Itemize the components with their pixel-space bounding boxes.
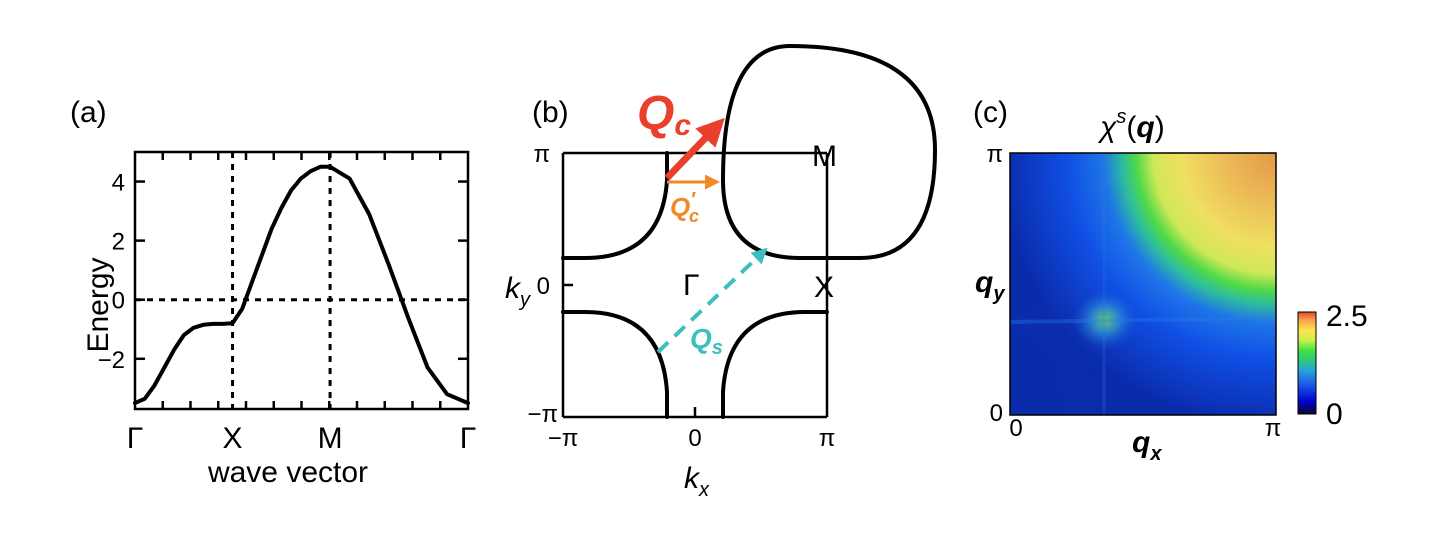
panel-c-frame [1009,152,1277,416]
panel-c-ytick-0: 0 [990,400,1003,427]
panel-a: (a) −2 0 2 4Γ X M Γ Energy wave vector [70,96,476,489]
label-m-point: M [812,140,837,173]
panel-b-xtick-minus-pi: −π [548,425,579,452]
qc-label: Qc [637,87,691,142]
panel-a-ytick-label: −2 [98,347,125,374]
label-x-point: X [814,271,834,304]
panel-c: (c) χs(q) π 0 0 π qx qy 2.5 0 [973,96,1368,465]
panel-b-label: (b) [532,96,569,129]
panel-c-title: χs(q) [1097,106,1165,144]
panel-a-xlabel: wave vector [207,456,368,489]
susceptibility-heatmap [1010,153,1276,415]
panel-a-xtick-label: M [318,422,343,455]
panel-b-xtick-0: 0 [688,425,701,452]
fermi-arc-top-left [561,151,669,260]
panel-a-xtick-label: Γ [460,422,477,455]
panel-c-xtick-0: 0 [1009,415,1022,442]
panel-b-ytick-minus-pi: −π [527,401,558,428]
qc-arrow [664,117,725,181]
qs-label: Qs [690,323,723,359]
fermi-arc-bottom-left [561,310,669,419]
panel-b: (b) π 0 −π −π 0 π Γ X M ky kx Qc Q′c Qs [505,44,937,501]
qs-arrow [656,247,768,354]
panel-a-xtick-label: X [223,422,243,455]
panel-a-xtick-label: Γ [127,422,144,455]
panel-c-ylabel: qy [975,266,1005,305]
panel-b-ytick-0: 0 [537,273,550,300]
qc-prime-label: Q′c [670,189,699,226]
panel-c-xlabel: qx [1132,426,1162,465]
panel-c-xtick-pi: π [1265,415,1282,442]
colorbar [1297,311,1317,415]
panel-b-xtick-pi: π [819,425,836,452]
fermi-arc-bottom-right [721,310,829,419]
panel-a-frame [133,150,470,411]
fermi-pocket-shifted [721,44,937,260]
panel-c-label: (c) [973,96,1008,129]
panel-a-ytick-label: 4 [112,170,125,197]
panel-b-xlabel: kx [684,462,710,501]
panel-c-ytick-pi: π [986,141,1003,168]
panel-b-ytick-pi: π [533,141,550,168]
panel-a-label: (a) [70,96,107,129]
panel-b-ylabel: ky [505,272,531,311]
panel-a-ytick-label: 2 [112,229,125,256]
colorbar-min-label: 0 [1326,398,1343,431]
panel-a-ylabel: Energy [82,257,115,352]
panel-a-ytick-label: 0 [112,288,125,315]
band-curve [133,164,470,406]
label-gamma: Γ [683,269,700,302]
colorbar-max-label: 2.5 [1326,300,1368,333]
